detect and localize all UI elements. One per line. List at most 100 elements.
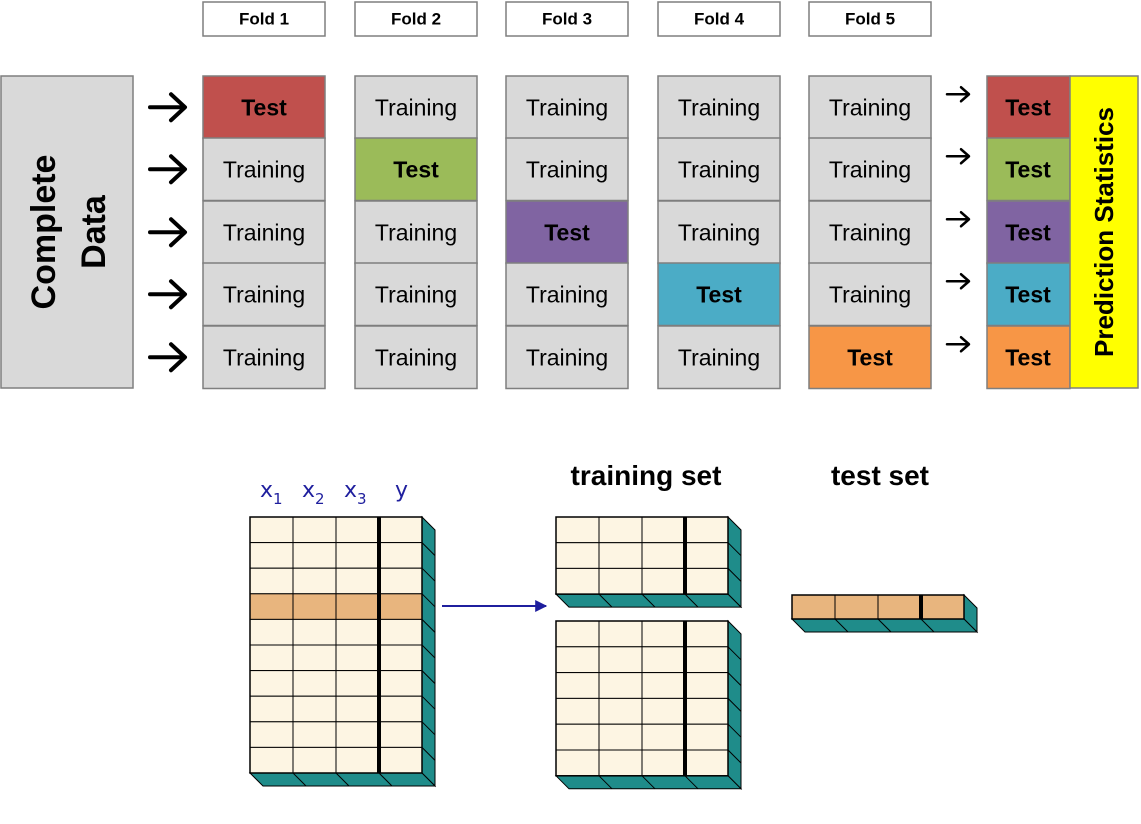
grid-cell (292, 644, 337, 672)
grid-cell (684, 567, 729, 595)
grid-cell (641, 620, 686, 648)
grid-cell (335, 618, 380, 646)
prediction-statistics-box: Prediction Statistics (1069, 75, 1139, 389)
grid-cell (641, 672, 686, 699)
test-cell-label: Test (241, 94, 287, 120)
table-side-divider (727, 646, 742, 661)
highlighted-cell (292, 593, 337, 620)
test-cell-label: Test (847, 344, 893, 370)
grid-cell (249, 670, 294, 697)
table-side-divider (421, 747, 436, 761)
grid-cell (598, 697, 643, 725)
left-arrows (148, 92, 187, 373)
fold-header-label: Fold 5 (845, 10, 895, 29)
table-bottom-divider (335, 772, 350, 787)
test-cell (657, 262, 781, 327)
grid-cell (684, 697, 729, 725)
small-arrow-icon (945, 211, 971, 228)
training-cell-label: Training (526, 94, 608, 120)
training-cell-label: Training (526, 156, 608, 182)
grid-cell (378, 618, 423, 646)
fold-header-box (202, 1, 326, 37)
test-set-label: test set (831, 460, 929, 491)
grid-cell (684, 672, 729, 699)
result-test-label: Test (1005, 281, 1051, 307)
table-side-divider (727, 749, 742, 764)
table-side-divider (421, 619, 436, 633)
grid-cell (378, 644, 423, 672)
test-cell-label: Test (696, 281, 742, 307)
grid-cell (378, 542, 423, 569)
right-arrow-icon (148, 342, 187, 373)
result-test-label: Test (1005, 344, 1051, 370)
table-side-divider (727, 672, 742, 686)
highlighted-cell (378, 593, 423, 620)
table-bottom-divider (834, 618, 849, 633)
grid-cell (684, 516, 729, 544)
feature-y: y (395, 478, 408, 503)
table-bottom-divider (378, 772, 393, 787)
prediction-statistics-label: Prediction Statistics (1089, 107, 1119, 357)
table-outline (791, 594, 965, 620)
grid-cell (249, 618, 294, 646)
grid-cell (378, 695, 423, 723)
fold-header-label: Fold 2 (391, 10, 441, 29)
complete-data-table (248, 515, 437, 788)
test-cell (354, 137, 478, 202)
table-bottom-divider (292, 772, 307, 787)
test-cell-label: Test (544, 219, 590, 245)
grid-cell (335, 695, 380, 723)
test-cell-label: Test (393, 156, 439, 182)
training-cell (657, 325, 781, 390)
grid-cell (378, 746, 423, 774)
table-bottom-divider (641, 775, 656, 790)
grid-cell (598, 646, 643, 674)
highlighted-cell (920, 594, 965, 620)
table-bottom-divider (877, 618, 892, 633)
right-arrow-icon (148, 279, 187, 310)
grid-cell (641, 697, 686, 725)
fold-header-label: Fold 4 (694, 10, 745, 29)
training-cell-label: Training (829, 156, 911, 182)
fold-header-label: Fold 3 (542, 10, 592, 29)
training-cell-label: Training (829, 281, 911, 307)
grid-cell (378, 567, 423, 595)
grid-cell (555, 697, 600, 725)
grid-cell (292, 618, 337, 646)
highlighted-cell (335, 593, 380, 620)
training-cell-label: Training (829, 94, 911, 120)
grid-cell (598, 516, 643, 544)
right-arrow-icon (148, 154, 187, 185)
grid-cell (249, 644, 294, 672)
table-side-divider (727, 542, 742, 557)
grid-cell (335, 644, 380, 672)
grid-cell (292, 567, 337, 595)
table-side-divider (421, 644, 436, 659)
grid-cell (292, 516, 337, 544)
complete-data-box: Complete Data (0, 75, 134, 389)
table-bottom-divider (598, 775, 613, 790)
grid-cell (378, 670, 423, 697)
training-cell (657, 137, 781, 202)
grid-cell (641, 646, 686, 674)
grid-cell (598, 749, 643, 777)
data-tables (248, 515, 979, 791)
training-cell (808, 137, 932, 202)
grid-cell (598, 542, 643, 569)
grid-cell (249, 721, 294, 748)
table-bottom-divider (684, 593, 699, 608)
grid-cell (292, 721, 337, 748)
right-arrows (945, 86, 971, 353)
table-outline (249, 516, 423, 774)
grid-cell (335, 746, 380, 774)
fold-header-box (657, 1, 781, 37)
grid-cell (598, 620, 643, 648)
grid-cell (555, 516, 600, 544)
grid-cell (555, 542, 600, 569)
table-bottom-divider (684, 775, 699, 790)
grid-cell (684, 723, 729, 751)
complete-data-line1: Complete (25, 155, 63, 310)
complete-data-line2: Data (75, 194, 113, 269)
